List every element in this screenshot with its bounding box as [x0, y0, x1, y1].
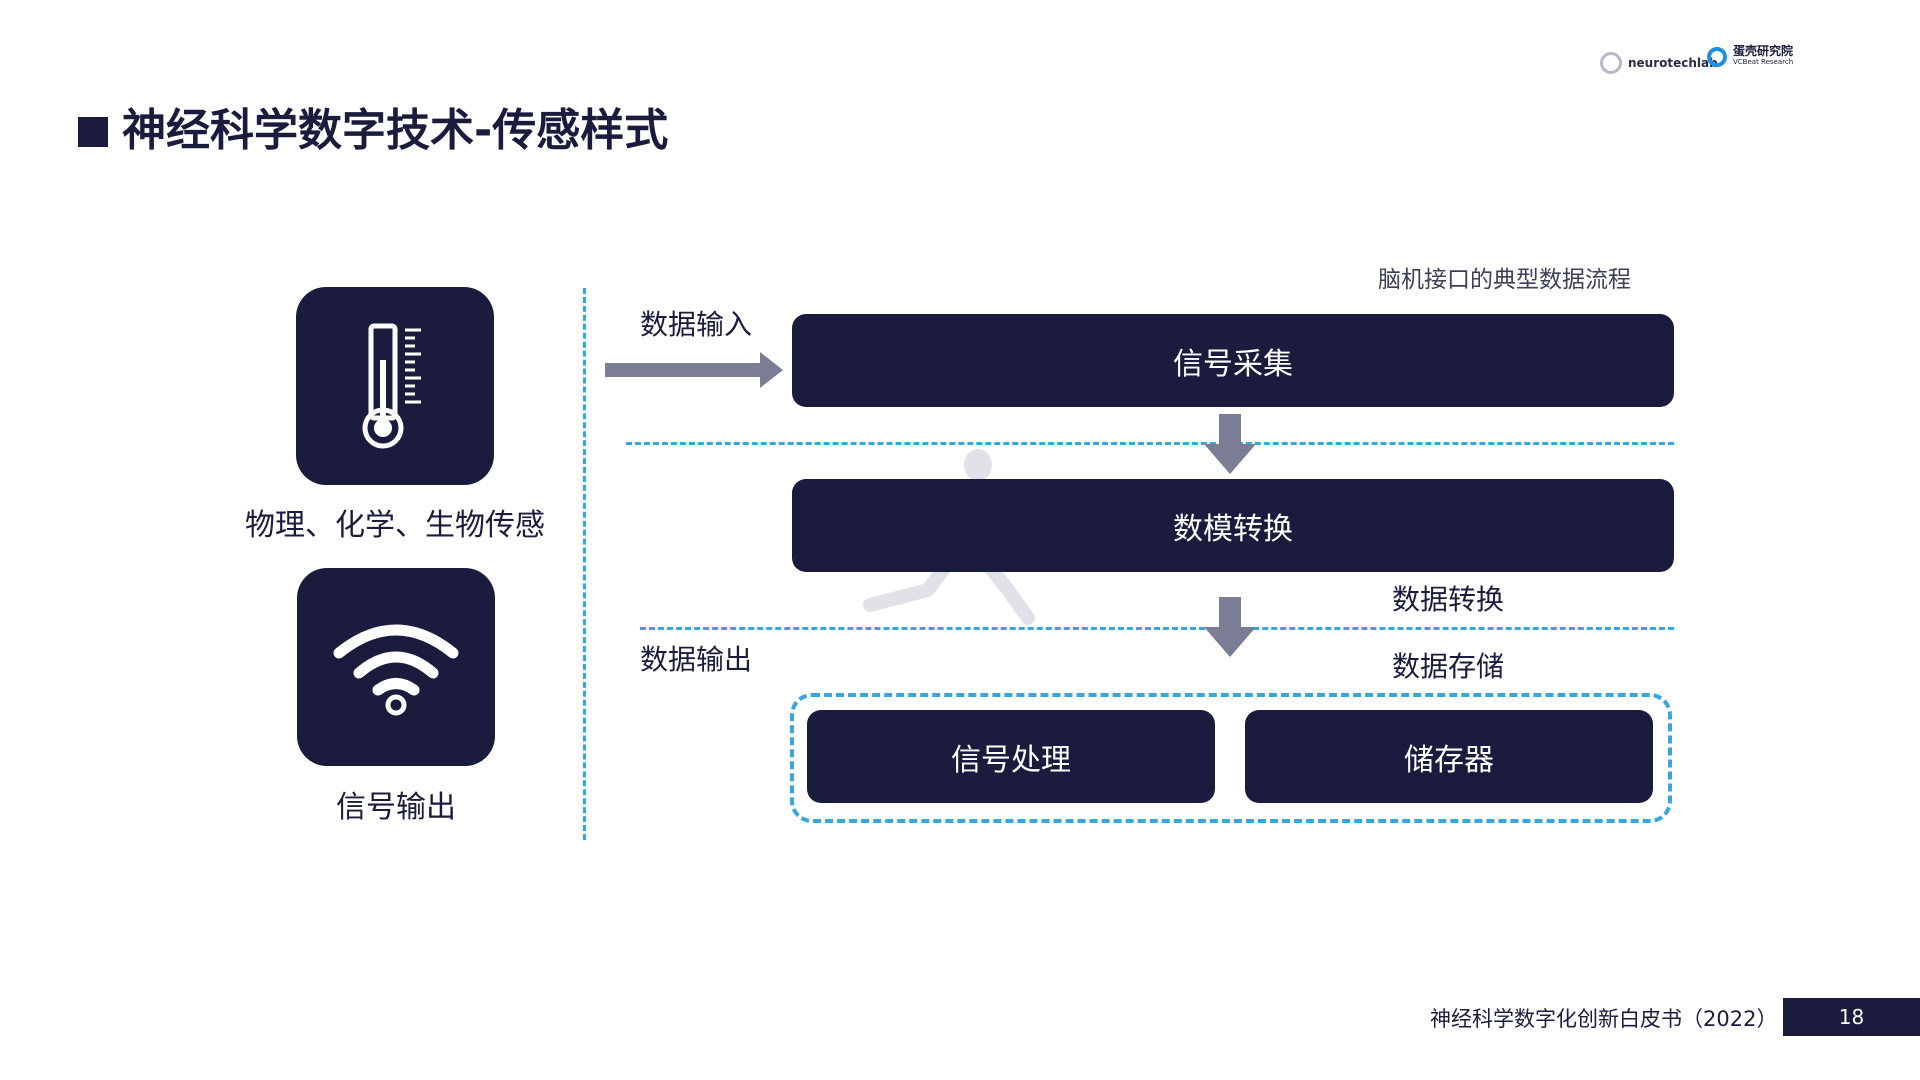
step-adc-conversion: 数模转换 [792, 479, 1674, 572]
horizontal-divider-1 [626, 442, 1674, 445]
vertical-divider [583, 288, 586, 840]
signal-output-caption: 信号输出 [336, 790, 456, 825]
data-output-label: 数据输出 [640, 643, 753, 676]
neurotech-logo-text: neurotechlab [1628, 56, 1718, 70]
thermometer-icon [362, 323, 421, 449]
vcbeat-logo: 蛋壳研究院 VCBeat Research [1707, 44, 1794, 68]
wifi-icon [333, 624, 459, 716]
step-signal-acquisition: 信号采集 [792, 314, 1674, 407]
step-signal-processing: 信号处理 [807, 710, 1215, 803]
flow-title: 脑机接口的典型数据流程 [1378, 267, 1631, 293]
title-square-bullet [78, 117, 108, 147]
sensing-caption: 物理、化学、生物传感 [245, 508, 545, 543]
page-title: 神经科学数字技术-传感样式 [122, 105, 669, 156]
data-input-label: 数据输入 [640, 308, 753, 341]
page-number: 18 [1838, 1005, 1865, 1029]
arrow-down-icon-2 [1204, 597, 1256, 657]
arrow-right-icon [605, 352, 783, 388]
sensing-tile [296, 287, 494, 485]
signal-output-tile [297, 568, 495, 766]
vcbeat-logo-cn: 蛋壳研究院 [1733, 44, 1794, 58]
vcbeat-logo-en: VCBeat Research [1733, 58, 1794, 66]
neurotech-logo: neurotechlab [1600, 48, 1718, 78]
page-number-badge: 18 [1783, 998, 1920, 1036]
output-group-frame [790, 693, 1672, 823]
vcbeat-circle-icon [1707, 47, 1727, 67]
data-conversion-label: 数据转换 [1392, 583, 1505, 616]
horizontal-divider-2 [640, 627, 1674, 630]
step-storage: 储存器 [1245, 710, 1653, 803]
neurotech-ring-icon [1600, 52, 1622, 74]
data-storage-label: 数据存储 [1392, 650, 1505, 683]
arrow-down-icon-1 [1204, 414, 1256, 474]
footer-title: 神经科学数字化创新白皮书（2022） [1430, 1007, 1778, 1031]
